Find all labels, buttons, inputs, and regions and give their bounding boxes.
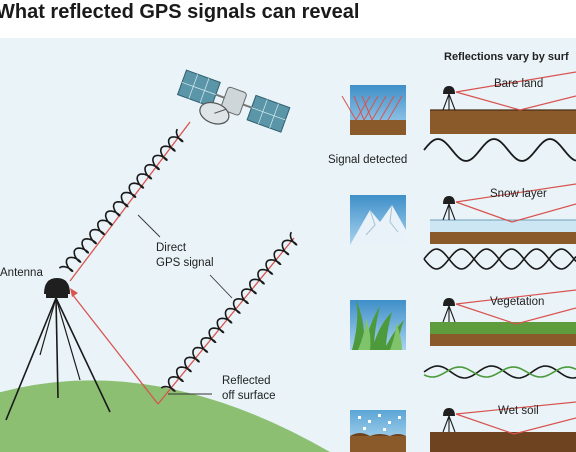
direct-signal-label-line1: Direct bbox=[156, 242, 187, 254]
reflected-label-line1: Reflected bbox=[222, 375, 271, 387]
ray-arrowhead bbox=[70, 288, 78, 297]
mini-antenna-icon bbox=[442, 196, 456, 221]
row-label-snow-layer: Snow layer bbox=[490, 188, 547, 200]
reflected-ray-to-antenna bbox=[71, 293, 159, 405]
direct-label-leader bbox=[137, 214, 161, 238]
incoming-ray-to-surface bbox=[157, 237, 295, 405]
row-bare-land bbox=[341, 71, 576, 135]
row-wet-soil bbox=[350, 401, 576, 452]
detected-wave-vegetation-b bbox=[423, 366, 576, 378]
side-panel-title: Reflections vary by surf bbox=[444, 51, 569, 63]
mini-antenna-icon bbox=[442, 86, 456, 111]
row-snow-layer bbox=[350, 183, 576, 245]
reflected-signal-wave bbox=[160, 231, 298, 392]
detected-wave-snow-b bbox=[423, 248, 576, 270]
signal-detected-label: Signal detected bbox=[328, 154, 408, 166]
mini-antenna-icon bbox=[442, 408, 456, 433]
page-title: What reflected GPS signals can reveal bbox=[0, 1, 360, 23]
direct-signal-label-line2: GPS signal bbox=[156, 257, 214, 269]
antenna-icon bbox=[5, 278, 111, 421]
direct-signal-ray bbox=[69, 121, 191, 282]
detected-wave-bare-land bbox=[423, 138, 576, 162]
row-label-vegetation: Vegetation bbox=[490, 296, 545, 308]
direct-signal-wave bbox=[58, 128, 184, 273]
reflected-label-line2: off surface bbox=[222, 390, 276, 402]
row-label-wet-soil: Wet soil bbox=[498, 405, 539, 417]
row-vegetation bbox=[350, 289, 576, 350]
antenna-label: Antenna bbox=[0, 267, 43, 279]
row-label-bare-land: Bare land bbox=[494, 78, 544, 90]
mini-antenna-icon bbox=[442, 298, 456, 323]
ground-hill bbox=[0, 380, 330, 452]
satellite-icon bbox=[176, 69, 291, 133]
direct-label-leader-2 bbox=[209, 274, 233, 299]
